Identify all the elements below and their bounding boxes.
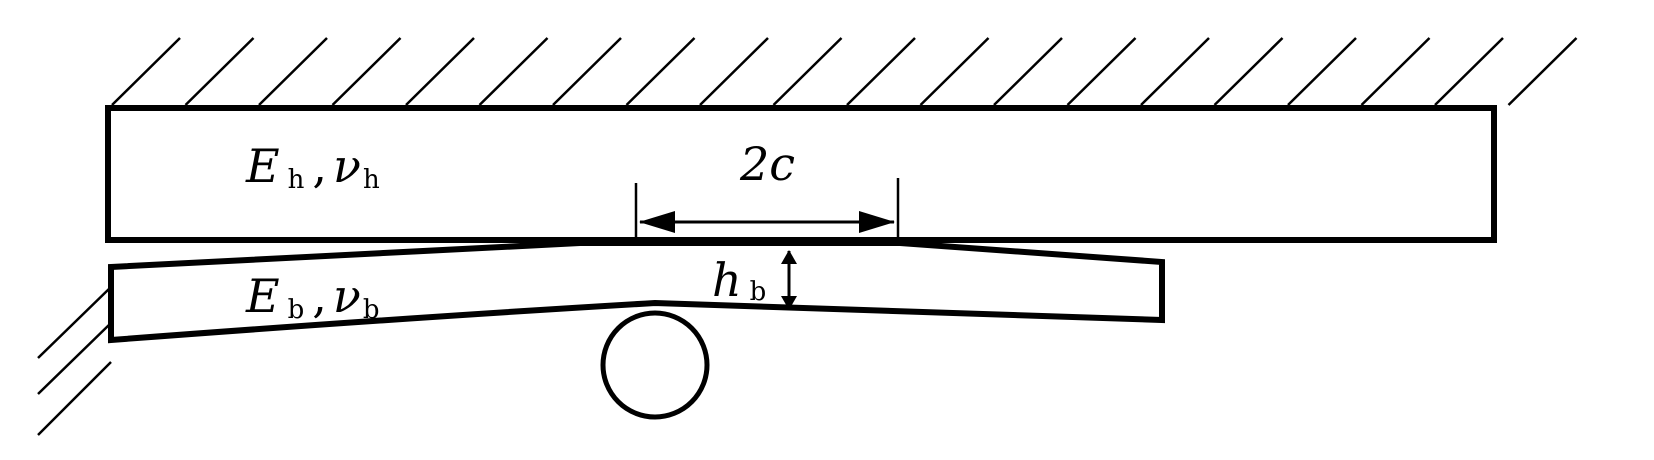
hatch-line — [1287, 37, 1357, 106]
hatch-line — [1360, 37, 1431, 106]
roller-support — [600, 310, 710, 420]
hatch-line — [1066, 37, 1137, 106]
fixed-support-hatch-left — [37, 286, 112, 436]
hatch-line — [1213, 37, 1284, 106]
hatch-line — [258, 37, 328, 106]
hatch-line — [1507, 37, 1578, 106]
fixed-support-hatch-top — [111, 37, 1578, 106]
hatch-line — [111, 37, 181, 106]
hatch-line — [331, 37, 402, 106]
hatch-line — [846, 37, 916, 106]
hatch-line — [919, 37, 990, 106]
hatch-line — [993, 37, 1063, 106]
hatch-line — [184, 37, 255, 106]
hatch-line — [552, 37, 622, 106]
hatch-line — [405, 37, 475, 106]
hatch-line — [699, 37, 769, 106]
hatch-line — [1140, 37, 1210, 106]
hatch-line — [1434, 37, 1504, 106]
hatch-line — [772, 37, 843, 106]
lower-beam — [108, 240, 1165, 344]
contact-width-dimension — [634, 178, 900, 240]
hatch-line — [625, 37, 696, 106]
contact-width-label: 2c — [739, 137, 795, 191]
hatch-line — [478, 37, 549, 106]
